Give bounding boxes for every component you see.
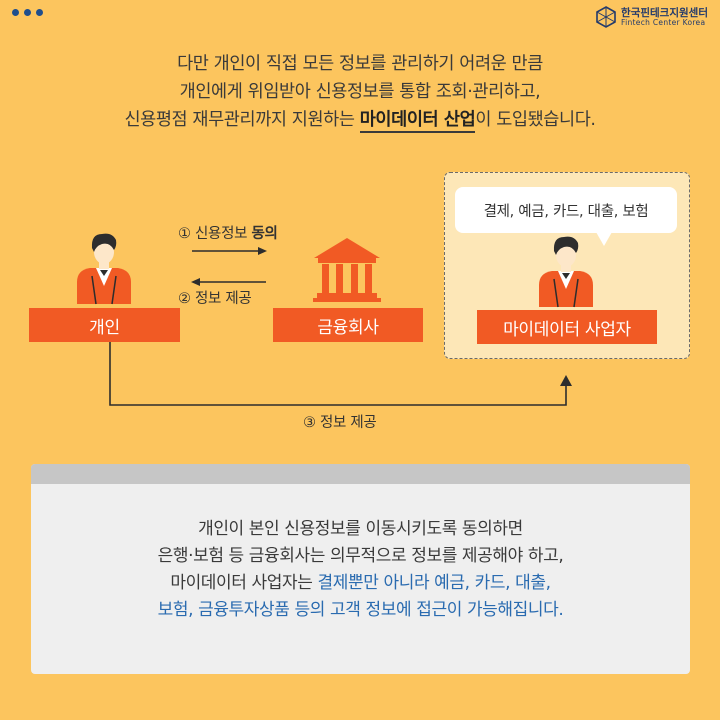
info-card: 개인이 본인 신용정보를 이동시키도록 동의하면 은행·보험 등 금융회사는 의…	[31, 464, 690, 674]
arrow-consent	[192, 247, 267, 255]
person-icon-individual	[77, 233, 131, 305]
info-card-text: 개인이 본인 신용정보를 이동시키도록 동의하면 은행·보험 등 금융회사는 의…	[31, 516, 690, 624]
logo-english-text: Fintech Center Korea	[621, 17, 706, 27]
intro-line-3: 신용평점 재무관리까지 지원하는 마이데이터 산업이 도입됐습니다.	[0, 106, 720, 134]
arrow-provide-to-individual	[191, 278, 266, 286]
card-line-3-blue: 결제뿐만 아니라 예금, 카드, 대출,	[317, 573, 552, 593]
flow-label-consent: ① 신용정보 동의	[178, 222, 278, 243]
arrow-provide-to-mydata	[109, 341, 572, 406]
intro-text: 다만 개인이 직접 모든 정보를 관리하기 어려운 만큼 개인에게 위임받아 신…	[0, 50, 720, 134]
node-mydata-provider: 마이데이터 사업자	[477, 310, 657, 344]
bank-icon	[313, 238, 381, 302]
node-financial-company: 금융회사	[273, 308, 423, 342]
speech-bubble: 결제, 예금, 카드, 대출, 보험	[455, 187, 677, 233]
intro-line-3-prefix: 신용평점 재무관리까지 지원하는	[124, 110, 360, 130]
person-icon-mydata	[539, 236, 593, 308]
flow-label-provide-1: ② 정보 제공	[178, 291, 252, 307]
hexagon-logo-icon	[596, 6, 616, 28]
fintech-center-logo: 한국핀테크지원센터 Fintech Center Korea	[595, 6, 708, 28]
menu-dots-icon[interactable]	[12, 9, 43, 16]
flow-label-consent-prefix: ① 신용정보	[178, 226, 252, 242]
logo-korean-text: 한국핀테크지원센터	[621, 6, 708, 19]
dot	[24, 9, 31, 16]
dot	[36, 9, 43, 16]
card-line-2: 은행·보험 등 금융회사는 의무적으로 정보를 제공해야 하고,	[157, 546, 564, 566]
card-line-4: 보험, 금융투자상품 등의 고객 정보에 접근이 가능해집니다.	[157, 600, 564, 620]
flow-label-provide-2: ③ 정보 제공	[303, 415, 377, 431]
intro-line-1: 다만 개인이 직접 모든 정보를 관리하기 어려운 만큼	[177, 54, 543, 74]
card-line-3-prefix: 마이데이터 사업자는	[170, 573, 318, 593]
flow-label-consent-bold: 동의	[251, 226, 278, 242]
info-card-header-bar	[31, 464, 690, 484]
card-line-1: 개인이 본인 신용정보를 이동시키도록 동의하면	[198, 519, 523, 539]
intro-highlight: 마이데이터 산업	[359, 110, 476, 133]
node-individual: 개인	[29, 308, 180, 342]
intro-line-2: 개인에게 위임받아 신용정보를 통합 조회·관리하고,	[179, 82, 541, 102]
card-line-3: 마이데이터 사업자는 결제뿐만 아니라 예금, 카드, 대출,	[31, 570, 690, 597]
speech-bubble-tail	[596, 232, 612, 246]
intro-line-3-suffix: 이 도입됐습니다.	[475, 110, 596, 130]
dot	[12, 9, 19, 16]
